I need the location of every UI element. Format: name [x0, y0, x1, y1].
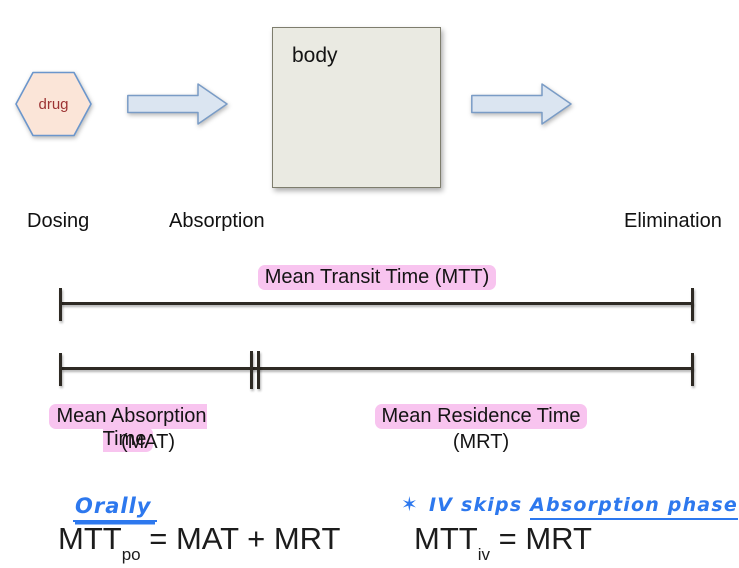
- mtt-label: Mean Transit Time (MTT): [61, 265, 693, 290]
- mtt-bracket-tick-left: [59, 288, 63, 321]
- mat-label: Mean Absorption Time: [28, 404, 228, 452]
- stage-label-absorption: Absorption: [169, 210, 265, 232]
- stage-label-elimination: Elimination: [624, 210, 722, 232]
- mtt-bracket-tick-right: [690, 288, 694, 321]
- mat-abbrev: (MAT): [120, 431, 176, 453]
- mtt-bracket-line: [61, 302, 693, 306]
- mat-mrt-bracket-line: [61, 367, 693, 371]
- mat-mrt-junction-tick-2: [256, 351, 260, 389]
- formula-iv-subscript: iv: [477, 545, 490, 565]
- absorption-arrow-icon: [127, 83, 228, 125]
- iv-note-underlined-text: Absorption phase: [530, 494, 738, 520]
- formula-po-base: MTT: [58, 521, 122, 556]
- mrt-bracket-tick-right: [690, 353, 694, 386]
- mtt-highlight: Mean Transit Time (MTT): [257, 265, 497, 290]
- formula-po-subscript: po: [121, 545, 141, 565]
- formula-po-rest: = MAT + MRT: [140, 521, 341, 556]
- mrt-abbrev: (MRT): [452, 431, 510, 453]
- formula-iv-rest: = MRT: [489, 521, 592, 556]
- body-label: body: [292, 44, 338, 67]
- iv-note-text: IV skips: [428, 494, 531, 516]
- orally-handwritten-note: Orally: [73, 494, 158, 522]
- mrt-highlight: Mean Residence Time: [374, 404, 588, 429]
- elimination-arrow-icon: [471, 83, 572, 125]
- formula-mtt-po: MTTpo = MAT + MRT: [58, 521, 341, 563]
- mat-bracket-tick-left: [59, 353, 63, 386]
- iv-handwritten-note: ✶ IV skips Absorption phase: [401, 492, 738, 520]
- body-box: [272, 27, 441, 188]
- mrt-label: Mean Residence Time: [371, 404, 591, 429]
- drug-hexagon-icon: [15, 71, 92, 137]
- mat-mrt-junction-tick-1: [249, 351, 253, 389]
- drug-label: drug: [38, 95, 69, 113]
- formula-iv-base: MTT: [414, 521, 478, 556]
- formula-mtt-iv: MTTiv = MRT: [414, 521, 592, 563]
- star-icon: ✶: [401, 492, 419, 516]
- stage-label-dosing: Dosing: [27, 210, 90, 232]
